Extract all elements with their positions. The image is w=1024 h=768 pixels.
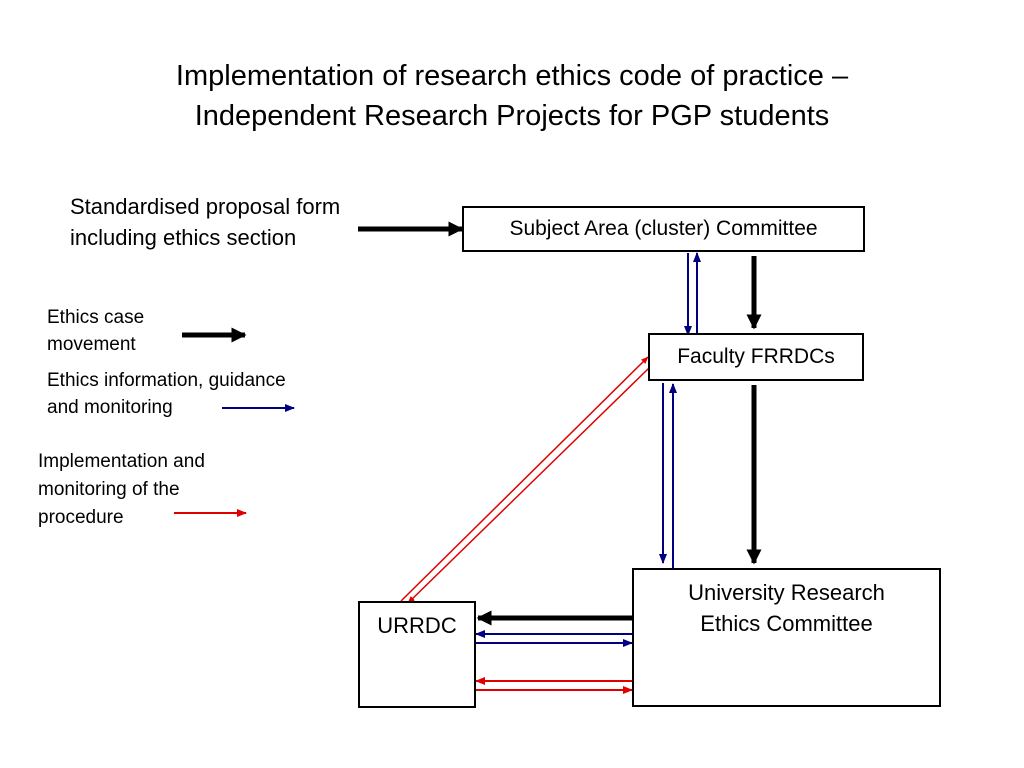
faculty-frrdcs-box: Faculty FRRDCs: [648, 333, 864, 381]
legend-info-line-1: Ethics information, guidance: [47, 370, 286, 391]
legend-case-line-2: movement: [47, 334, 136, 355]
faculty-frrdcs-label: Faculty FRRDCs: [677, 345, 835, 368]
legend-impl-line-2: monitoring of the: [38, 479, 180, 500]
urrdc-box: URRDC: [358, 601, 476, 708]
urrdc-label: URRDC: [377, 613, 457, 638]
urrdc-to-faculty-impl-arrow: [400, 356, 649, 602]
legend-case-line-1: Ethics case: [47, 307, 145, 328]
university-committee-line-1: University Research: [688, 580, 885, 605]
legend-impl-line-1: Implementation and: [38, 451, 205, 472]
proposal-form-line-2: including ethics section: [70, 225, 297, 250]
legend-information-label: Ethics information, guidance and monitor…: [47, 367, 286, 421]
subject-area-committee-box: Subject Area (cluster) Committee: [462, 206, 865, 252]
proposal-form-line-1: Standardised proposal form: [70, 194, 341, 219]
title-line-2: Independent Research Projects for PGP st…: [194, 100, 830, 132]
legend-info-line-2: and monitoring: [47, 397, 173, 418]
legend-implementation-label: Implementation and monitoring of the pro…: [38, 448, 205, 532]
university-research-ethics-committee-box: University Research Ethics Committee: [632, 568, 941, 707]
legend-case-movement-label: Ethics case movement: [47, 304, 144, 358]
proposal-form-label: Standardised proposal form including eth…: [70, 191, 340, 253]
subject-area-committee-label: Subject Area (cluster) Committee: [509, 217, 818, 240]
university-committee-line-2: Ethics Committee: [700, 611, 873, 636]
legend-impl-line-3: procedure: [38, 507, 124, 528]
title-line-1: Implementation of research ethics code o…: [175, 60, 849, 92]
page-title: Implementation of research ethics code o…: [0, 56, 1024, 136]
faculty-to-urrdc-impl-arrow: [407, 367, 650, 604]
